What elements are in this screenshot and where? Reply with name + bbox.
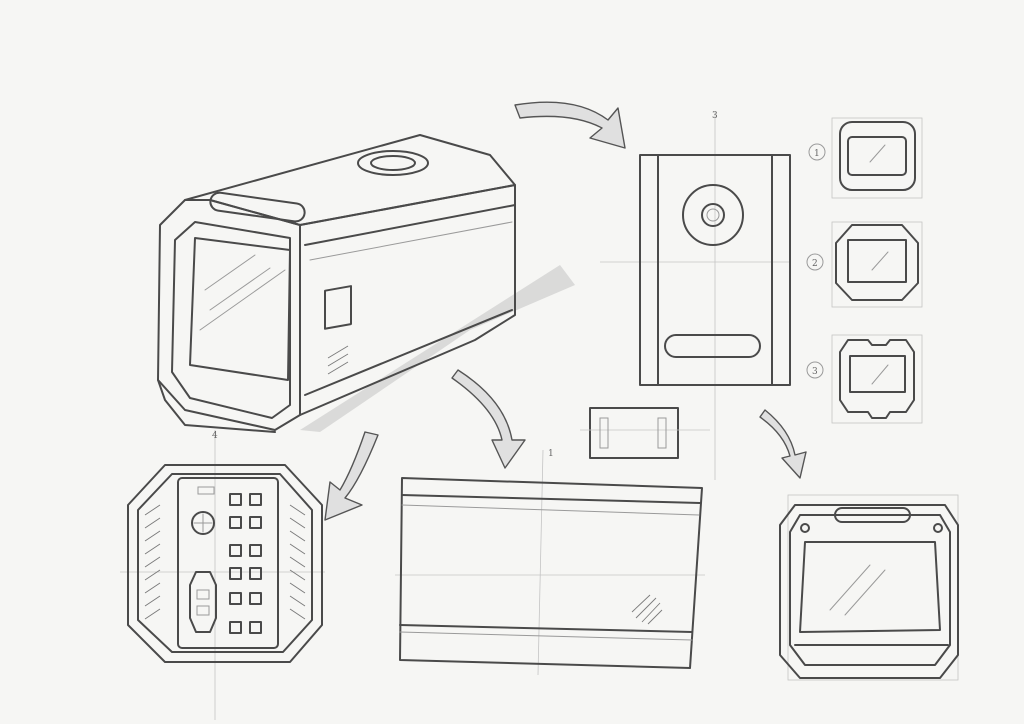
back-view-label: 4 bbox=[212, 431, 218, 441]
variant-rounded: 1 bbox=[808, 117, 923, 199]
variant-notched: 3 bbox=[806, 334, 923, 424]
side-view-label: 1 bbox=[548, 449, 554, 459]
variant-chamfered: 2 bbox=[806, 221, 923, 308]
back-view: 4 bbox=[120, 430, 325, 720]
slot-detail-sketch bbox=[580, 407, 710, 459]
flow-arrow-to-back bbox=[324, 431, 379, 521]
front-detail-view bbox=[779, 494, 959, 681]
variant-label-3: 3 bbox=[812, 367, 818, 377]
front-view: 3 bbox=[600, 111, 791, 480]
flow-arrow-to-front bbox=[514, 101, 626, 149]
flow-arrow-to-detail bbox=[759, 409, 807, 479]
front-view-label: 3 bbox=[712, 111, 718, 121]
variant-label-1: 1 bbox=[814, 149, 820, 159]
variant-label-2: 2 bbox=[812, 259, 818, 269]
perspective-view bbox=[157, 134, 575, 433]
side-view: 1 bbox=[395, 449, 705, 676]
flow-arrow-to-side bbox=[451, 369, 526, 469]
